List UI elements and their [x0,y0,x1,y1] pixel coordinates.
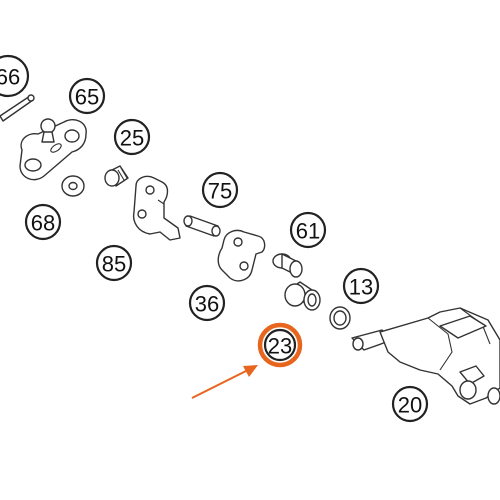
callout-68[interactable]: 68 [24,203,62,241]
part-20-shaft-housing [351,307,500,405]
callout-61[interactable]: 61 [289,211,327,249]
part-13-ring [329,306,351,330]
part-61-bushing [272,253,303,278]
highlight-arrow [191,365,258,399]
callout-85[interactable]: 85 [95,244,133,282]
part-23-sleeve [284,281,321,311]
part-25-screw [104,165,129,187]
part-washer-small [61,175,85,197]
callout-36[interactable]: 36 [188,284,226,322]
callout-23-label: 23 [268,334,292,359]
callout-13-label: 13 [349,275,373,300]
callout-61-label: 61 [296,219,320,244]
part-75-pin [183,215,221,237]
callout-65-label: 65 [75,85,99,110]
callout-25[interactable]: 25 [113,118,151,156]
part-85-bracket [132,175,181,241]
callout-36-label: 36 [195,292,219,317]
callout-23-highlighted[interactable]: 23 [257,322,303,368]
callout-68-label: 68 [31,211,55,236]
callout-25-label: 25 [120,126,144,151]
callout-75-label: 75 [208,179,232,204]
callout-75[interactable]: 75 [201,171,239,209]
part-36-lever [217,229,266,282]
callout-66-label: 66 [0,65,20,90]
callout-13[interactable]: 13 [342,267,380,305]
callout-65[interactable]: 65 [68,77,106,115]
callout-20[interactable]: 20 [391,385,429,423]
part-68-link-plate [19,118,87,181]
callout-20-label: 20 [398,393,422,418]
callout-85-label: 85 [102,252,126,277]
part-66-pin [0,94,35,122]
callout-66[interactable]: 66 [0,54,30,98]
